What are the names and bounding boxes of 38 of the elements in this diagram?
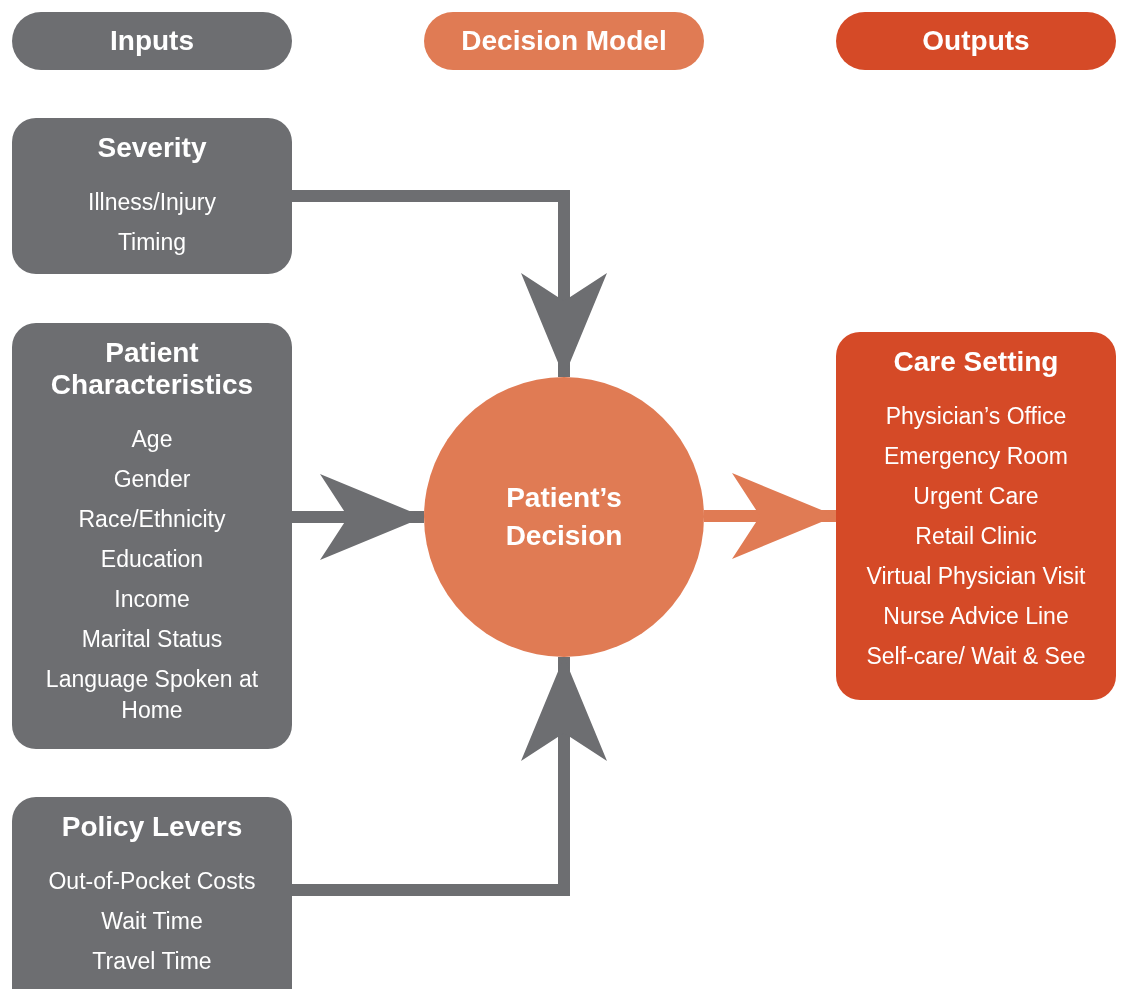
box-heading: Care Setting: [892, 346, 1060, 378]
list-item: Self-care/ Wait & See: [865, 642, 1087, 671]
input-box: [12, 118, 292, 274]
label-text: Outputs: [922, 25, 1030, 57]
header-pill: [12, 12, 292, 70]
label-text: Patient’s Decision: [504, 481, 624, 553]
list-item: Race/Ethnicity: [77, 505, 227, 534]
arrow: [292, 190, 607, 377]
input-box: [12, 323, 292, 749]
output-box: [836, 332, 1116, 700]
header-pill: [836, 12, 1116, 70]
list-item: Wait Time: [100, 907, 204, 936]
list-item: Language Spoken at Home: [44, 665, 260, 725]
list-item: Travel Time: [91, 947, 213, 976]
list-item: Physician’s Office: [884, 402, 1068, 431]
list-item: Age: [130, 425, 174, 454]
box-heading: Patient Characteristics: [49, 337, 255, 401]
list-item: Education: [99, 545, 205, 574]
arrow: [704, 473, 836, 559]
list-item: Timing: [116, 228, 188, 257]
list-item: Gender: [112, 465, 192, 494]
header-pill: [424, 12, 704, 70]
box-heading: Policy Levers: [60, 811, 244, 843]
arrow: [292, 474, 424, 560]
list-item: Income: [113, 585, 191, 614]
box-heading: Severity: [96, 132, 208, 164]
list-item: Illness/Injury: [87, 188, 217, 217]
input-box: [12, 797, 292, 989]
label-text: Inputs: [110, 25, 194, 57]
list-item: Nurse Advice Line: [882, 602, 1070, 631]
list-item: Virtual Physician Visit: [865, 562, 1087, 591]
list-item: Marital Status: [80, 625, 224, 654]
list-item: Out-of-Pocket Costs: [47, 867, 257, 896]
label-text: Decision Model: [461, 25, 667, 57]
arrow: [292, 657, 607, 896]
list-item: Urgent Care: [912, 482, 1040, 511]
list-item: Retail Clinic: [914, 522, 1038, 551]
list-item: Emergency Room: [882, 442, 1070, 471]
